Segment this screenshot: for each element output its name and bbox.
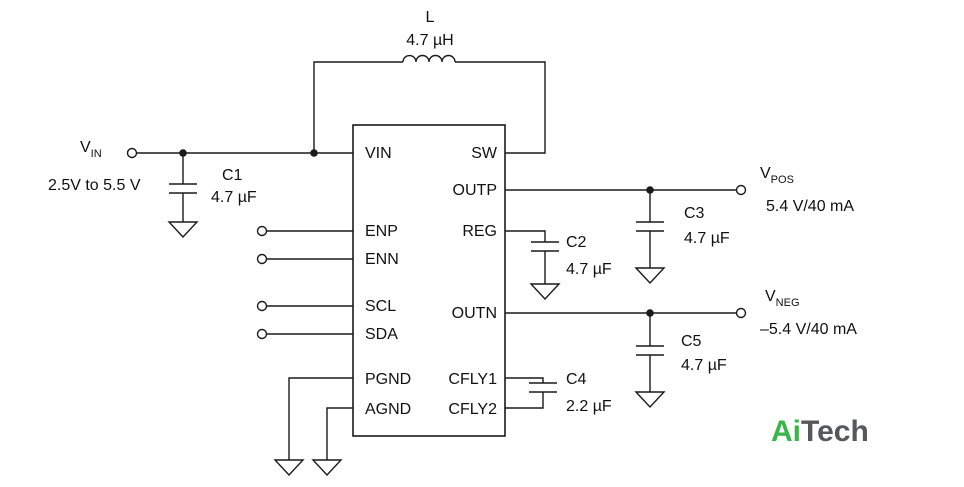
vpos-terminal: [735, 184, 747, 196]
c4-value: 2.2 µF: [566, 398, 612, 415]
vneg-spec: –5.4 V/40 mA: [760, 321, 857, 338]
vpos-label: VPOS: [760, 165, 794, 186]
inductor-ref: L: [426, 9, 435, 26]
ic-body: [352, 124, 506, 437]
pin-scl: SCL: [365, 298, 396, 315]
outn-net: [505, 307, 747, 319]
c1-capacitor: [167, 153, 199, 239]
c2-capacitor: [505, 230, 561, 301]
inductor-value: 4.7 µH: [406, 32, 453, 49]
c1-value: 4.7 µF: [211, 189, 257, 206]
pin-reg: REG: [462, 223, 497, 240]
pin-cfly1: CFLY1: [448, 371, 497, 388]
pin-vin: VIN: [365, 145, 392, 162]
pin-enp: ENP: [365, 223, 398, 240]
vneg-terminal: [735, 307, 747, 319]
vin-label: VIN: [80, 139, 102, 160]
c2-value: 4.7 µF: [566, 261, 612, 278]
pin-outp: OUTP: [453, 182, 497, 199]
ground-connections: [273, 377, 353, 477]
aitech-logo: AiTech: [771, 415, 869, 448]
c4-capacitor: [505, 377, 557, 409]
vpos-spec: 5.4 V/40 mA: [766, 198, 854, 215]
control-inputs: [256, 225, 353, 340]
c5-ref: C5: [681, 333, 702, 350]
c1-ref: C1: [222, 167, 243, 184]
c3-value: 4.7 µF: [684, 230, 730, 247]
c3-capacitor: [634, 190, 666, 285]
pin-cfly2: CFLY2: [448, 401, 497, 418]
enp-terminal: [256, 225, 268, 237]
c3-ref: C3: [684, 205, 705, 222]
enn-terminal: [256, 253, 268, 265]
scl-terminal: [256, 300, 268, 312]
vin-terminal: [126, 147, 138, 159]
vin-range: 2.5V to 5.5 V: [48, 177, 141, 194]
vneg-label: VNEG: [765, 288, 800, 309]
sda-terminal: [256, 328, 268, 340]
c5-capacitor: [634, 313, 666, 409]
pin-sw: SW: [471, 145, 498, 162]
pin-agnd: AGND: [365, 401, 411, 418]
c4-ref: C4: [566, 371, 587, 388]
pin-outn: OUTN: [452, 305, 497, 322]
inductor: [313, 54, 546, 154]
outp-net: [505, 184, 747, 196]
c5-value: 4.7 µF: [681, 357, 727, 374]
vin-net: [126, 147, 353, 159]
c2-ref: C2: [566, 234, 587, 251]
pin-pgnd: PGND: [365, 371, 411, 388]
pin-sda: SDA: [365, 326, 398, 343]
pin-enn: ENN: [365, 251, 399, 268]
